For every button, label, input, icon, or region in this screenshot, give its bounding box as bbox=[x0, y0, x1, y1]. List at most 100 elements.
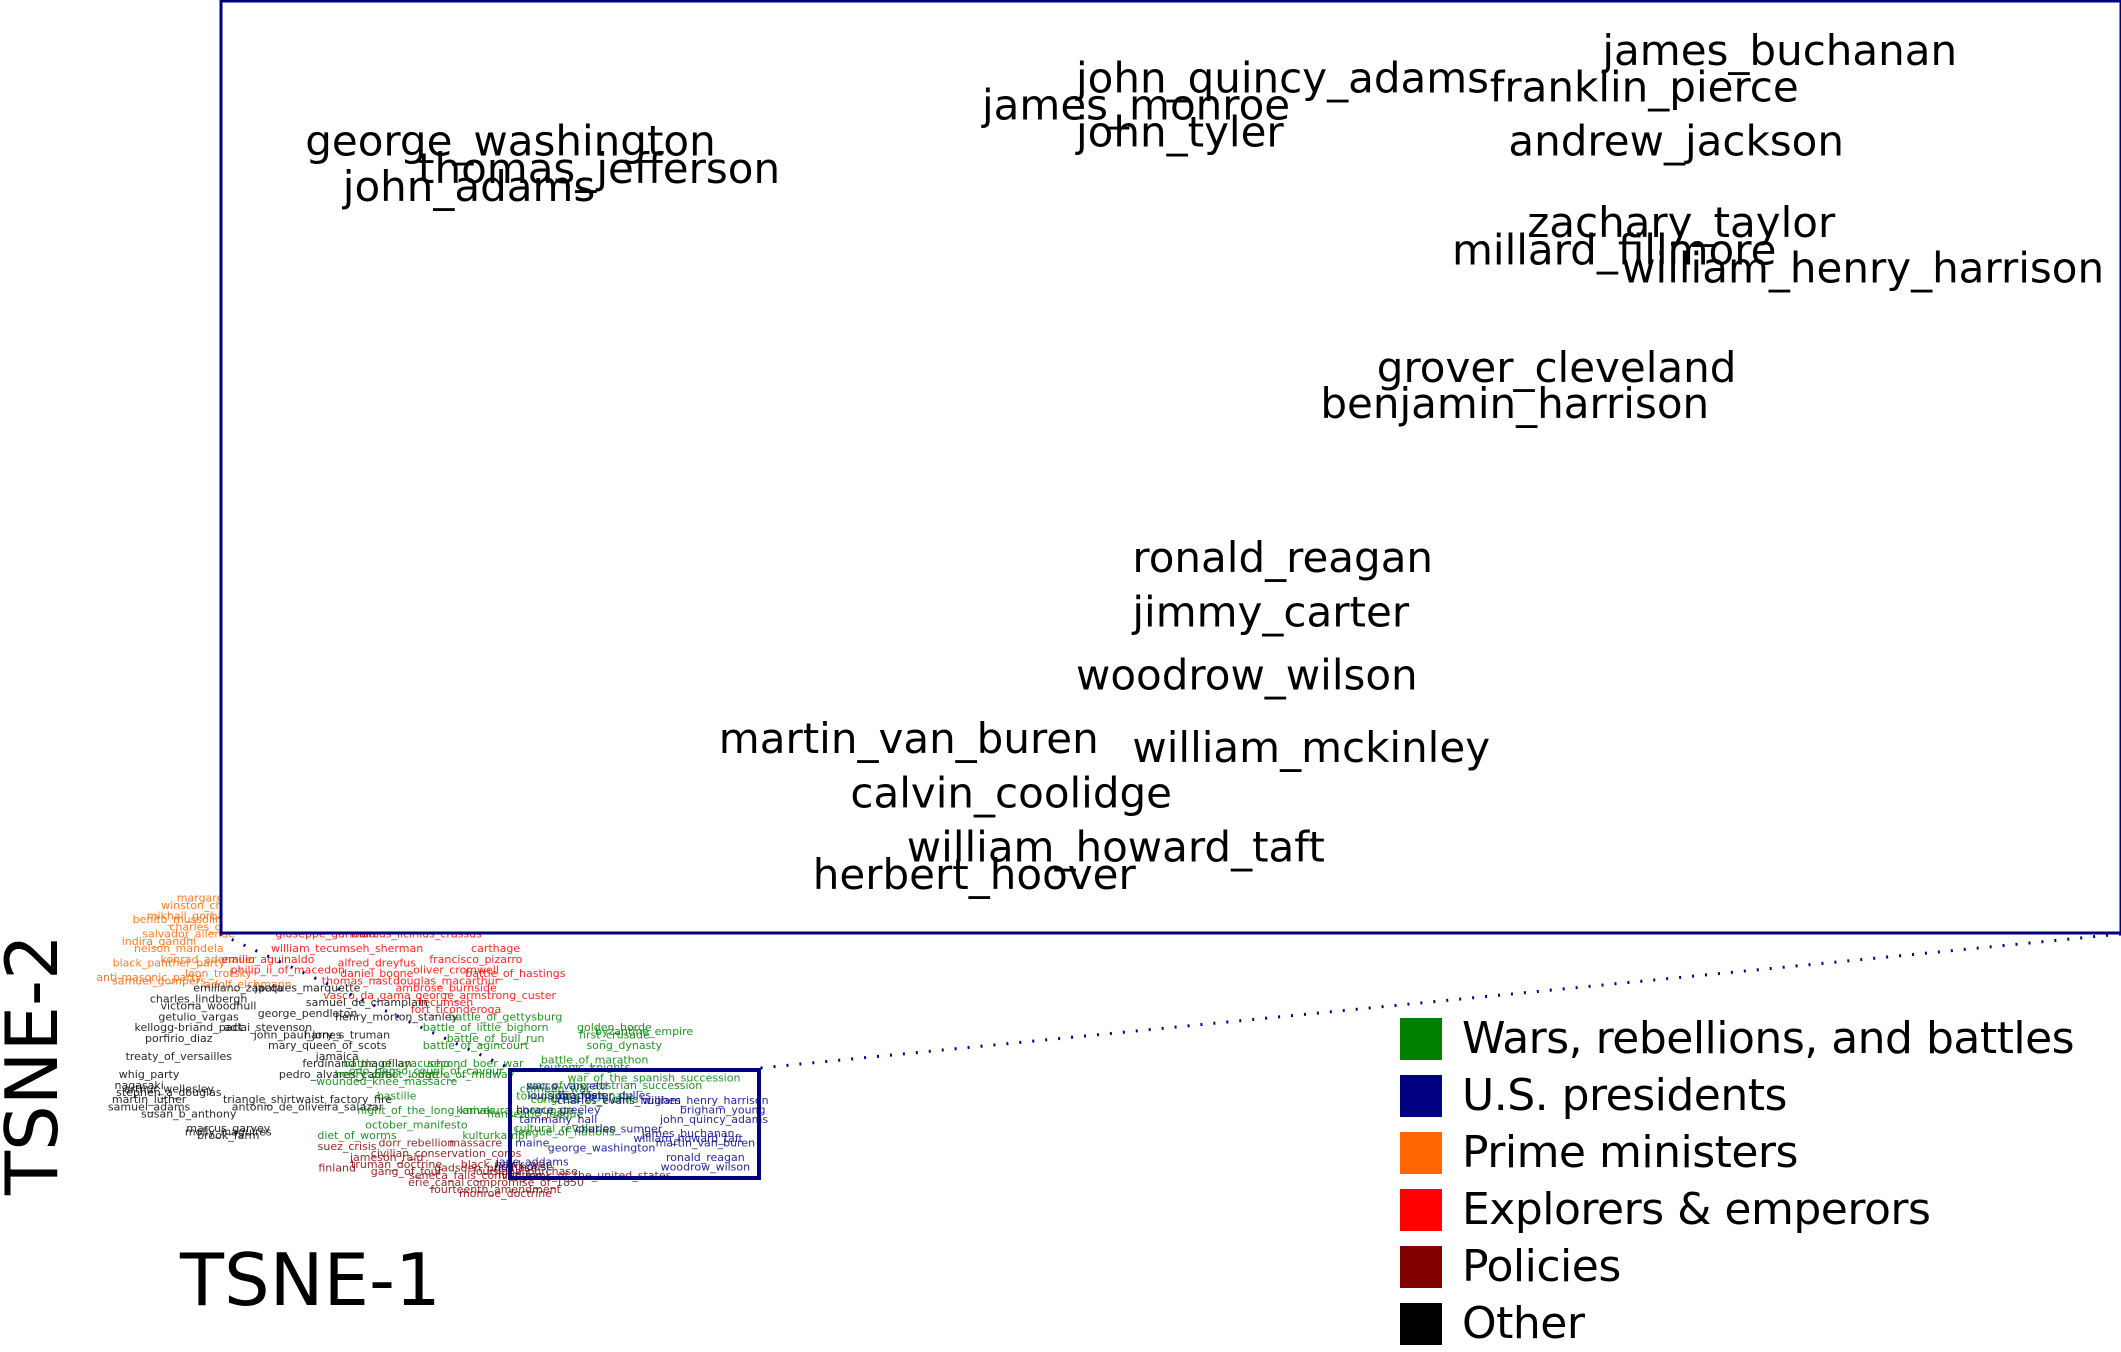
inset-label: james_buchanan bbox=[1601, 26, 1957, 75]
legend-label: Explorers & emperors bbox=[1462, 1184, 1931, 1235]
point-label: black_hawk_war bbox=[461, 1158, 551, 1171]
legend-label: Prime ministers bbox=[1462, 1127, 1798, 1178]
point-label: battle_of_marathon bbox=[541, 1054, 649, 1067]
point-label: charles_sumner bbox=[575, 1122, 662, 1135]
point-label: truman_doctrine bbox=[351, 1158, 442, 1171]
point-label: louis_brandeis bbox=[528, 1089, 607, 1102]
point-label: war_of_the_austrian_succession bbox=[527, 1079, 703, 1092]
point-label: anti-masonic_party bbox=[96, 971, 202, 984]
point-label: kellogg-briand_pact bbox=[135, 1021, 244, 1034]
point-label: emilio_aguinaldo bbox=[221, 953, 314, 966]
point-label: woodrow_wilson bbox=[661, 1160, 751, 1173]
legend-item: Explorers & emperors bbox=[1400, 1181, 2074, 1238]
point-label: second_boer_war bbox=[428, 1057, 524, 1070]
point-label: adlai_stevenson bbox=[224, 1021, 313, 1034]
point-label: song_dynasty bbox=[586, 1039, 662, 1052]
point-label: john_foster_dulles bbox=[551, 1089, 652, 1102]
point-label: jameson_raid bbox=[349, 1151, 424, 1164]
inset-label: andrew_jackson bbox=[1508, 117, 1844, 166]
point-label: samuel_gompers bbox=[112, 974, 206, 987]
point-label: battle_of_bull_run bbox=[447, 1032, 545, 1045]
point-label: george_armstrong_custer bbox=[415, 989, 556, 1002]
point-label: odo_benso_count_of_cavour bbox=[349, 1064, 504, 1077]
legend-swatch bbox=[1400, 1188, 1442, 1231]
point-label: sacco_vanzetti bbox=[526, 1080, 607, 1093]
point-label: hull_house bbox=[494, 1160, 553, 1173]
point-label: douglas_macarthur bbox=[393, 974, 500, 987]
point-label: kamakura_shogunate bbox=[456, 1104, 575, 1117]
point-label: league_of_nations bbox=[515, 1126, 615, 1139]
inset-label: woodrow_wilson bbox=[1076, 651, 1418, 700]
legend-label: Other bbox=[1462, 1298, 1585, 1349]
point-label: battle_of_ayacucho bbox=[343, 1057, 450, 1070]
inset-label: john_adams bbox=[342, 162, 596, 211]
point-label: dorr_rebellion bbox=[379, 1136, 455, 1149]
point-label: erie_canal bbox=[408, 1176, 464, 1189]
inset-source-labels: sacco_vanzettilouis_brandeisjohn_foster_… bbox=[494, 1080, 768, 1174]
point-label: byzantine_empire bbox=[595, 1025, 693, 1038]
point-label: tokugawa_shogunate bbox=[516, 1090, 633, 1103]
point-label: william_tecumseh_sherman bbox=[271, 942, 423, 955]
legend-item: U.S. presidents bbox=[1400, 1067, 2074, 1124]
point-label: monroe_doctrine bbox=[459, 1187, 552, 1200]
point-label: george_pendleton bbox=[258, 1007, 358, 1020]
point-label: golden_horde bbox=[577, 1021, 652, 1034]
point-label: martin_luther bbox=[112, 1093, 187, 1106]
point-label: massacre bbox=[449, 1136, 502, 1149]
point-label: suez_crisis bbox=[318, 1140, 377, 1153]
point-label: louisiana_purchase bbox=[473, 1165, 578, 1178]
point-label: arthur_wellesley bbox=[124, 1082, 215, 1095]
point-label: jane_addams bbox=[495, 1156, 569, 1169]
point-label: james_buchanan bbox=[641, 1127, 735, 1140]
point-label: battle_of_agincourt bbox=[423, 1039, 530, 1052]
x-axis-title: TSNE-1 bbox=[179, 1238, 441, 1322]
point-label: charles_evans_hughes bbox=[557, 1094, 681, 1107]
inset-labels: george_washingtonthomas_jeffersonjohn_ad… bbox=[305, 26, 2104, 899]
point-label: getulio_vargas bbox=[158, 1010, 239, 1023]
point-label: salvador_allende bbox=[142, 928, 235, 941]
point-label: october_manifesto bbox=[365, 1118, 468, 1131]
point-label: triangle_shirtwaist_factory_fire bbox=[223, 1093, 392, 1106]
point-label: battle_of_gettysburg bbox=[449, 1010, 563, 1023]
point-label: nagasaki bbox=[115, 1079, 164, 1092]
point-label: harry_s_truman bbox=[304, 1028, 390, 1041]
point-label: war_of_the_spanish_succession bbox=[568, 1072, 741, 1085]
legend-swatch bbox=[1400, 1302, 1442, 1345]
y-axis-title: TSNE-2 bbox=[0, 934, 74, 1196]
main-scatter-labels: margaret_thatcherwinston_churchillmikhai… bbox=[96, 884, 740, 1199]
inset-label: benjamin_harrison bbox=[1320, 379, 1709, 428]
point-label: ronald_reagan bbox=[666, 1151, 745, 1164]
point-label: charles_lindbergh bbox=[150, 992, 247, 1005]
point-label: brook_farm bbox=[197, 1129, 259, 1142]
point-label: battle_of_hastings bbox=[465, 967, 566, 980]
point-label: francisco_pizarro bbox=[429, 953, 522, 966]
inset-label: herbert_hoover bbox=[813, 850, 1137, 899]
legend-item: Wars, rebellions, and battles bbox=[1400, 1010, 2075, 1067]
point-label: william_howard_taft bbox=[633, 1132, 743, 1145]
point-label: nelson_mandela bbox=[134, 942, 224, 955]
legend-item: Other bbox=[1400, 1295, 2074, 1352]
point-label: wounded_knee_massacre bbox=[316, 1075, 457, 1088]
point-label: vasco_da_gama bbox=[323, 989, 411, 1002]
inset-box bbox=[219, 0, 2121, 935]
inset-label: zachary_taylor bbox=[1527, 198, 1836, 247]
point-label: philip_ii_of_macedon bbox=[231, 964, 345, 977]
point-label: fourteenth_amendment bbox=[430, 1183, 561, 1196]
inset-label: calvin_coolidge bbox=[850, 768, 1172, 817]
point-label: whig_party bbox=[119, 1068, 180, 1081]
point-label: diet_of_worms bbox=[317, 1129, 396, 1142]
point-label: congress_of_vienna bbox=[531, 1093, 639, 1106]
point-label: first_crusade bbox=[579, 1028, 650, 1041]
inset-label: grover_cleveland bbox=[1377, 343, 1737, 392]
point-label: cultural_revolution bbox=[514, 1122, 617, 1135]
point-label: victoria_woodhull bbox=[161, 1000, 257, 1013]
inset-label: jimmy_carter bbox=[1131, 587, 1409, 636]
point-label: henry_cabot_lodge bbox=[335, 1068, 439, 1081]
legend-swatch bbox=[1400, 1074, 1442, 1117]
point-label: finland bbox=[318, 1162, 356, 1175]
legend-swatch bbox=[1400, 1017, 1442, 1060]
legend-item: Policies bbox=[1400, 1238, 2074, 1295]
inset-label: millard_fillmore bbox=[1452, 225, 1776, 274]
legend-swatch bbox=[1400, 1131, 1442, 1174]
point-label: konrad_adenauer bbox=[161, 953, 257, 966]
